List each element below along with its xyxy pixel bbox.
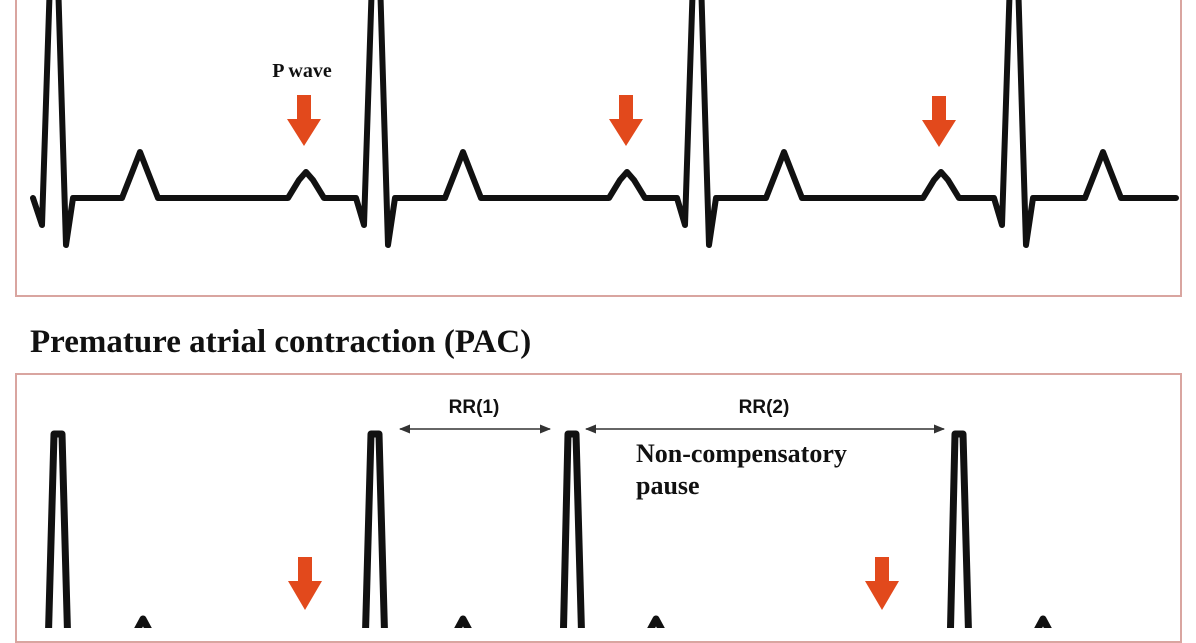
pause-label-line2: pause [636, 471, 700, 500]
rr2-label: RR(2) [739, 397, 790, 418]
p-wave-arrow [288, 557, 322, 610]
p-wave-arrow [865, 557, 899, 610]
normal-ecg-trace [30, 0, 1179, 248]
pac-ecg-trace [45, 430, 1052, 628]
pac-rhythm-panel [15, 373, 1182, 643]
p-wave-arrow [287, 95, 321, 146]
p-wave-arrow [922, 96, 956, 147]
p-wave-arrow [609, 95, 643, 146]
p-wave-label: P wave [272, 60, 332, 82]
pause-label-line1: Non-compensatory [636, 439, 847, 468]
rr1-label: RR(1) [449, 397, 500, 418]
ecg-diagram: P wave RR(1) RR(2) Non-compensatory paus… [30, 0, 1179, 628]
normal-rhythm-panel [15, 0, 1182, 297]
pac-section-title: Premature atrial contraction (PAC) [30, 324, 532, 360]
